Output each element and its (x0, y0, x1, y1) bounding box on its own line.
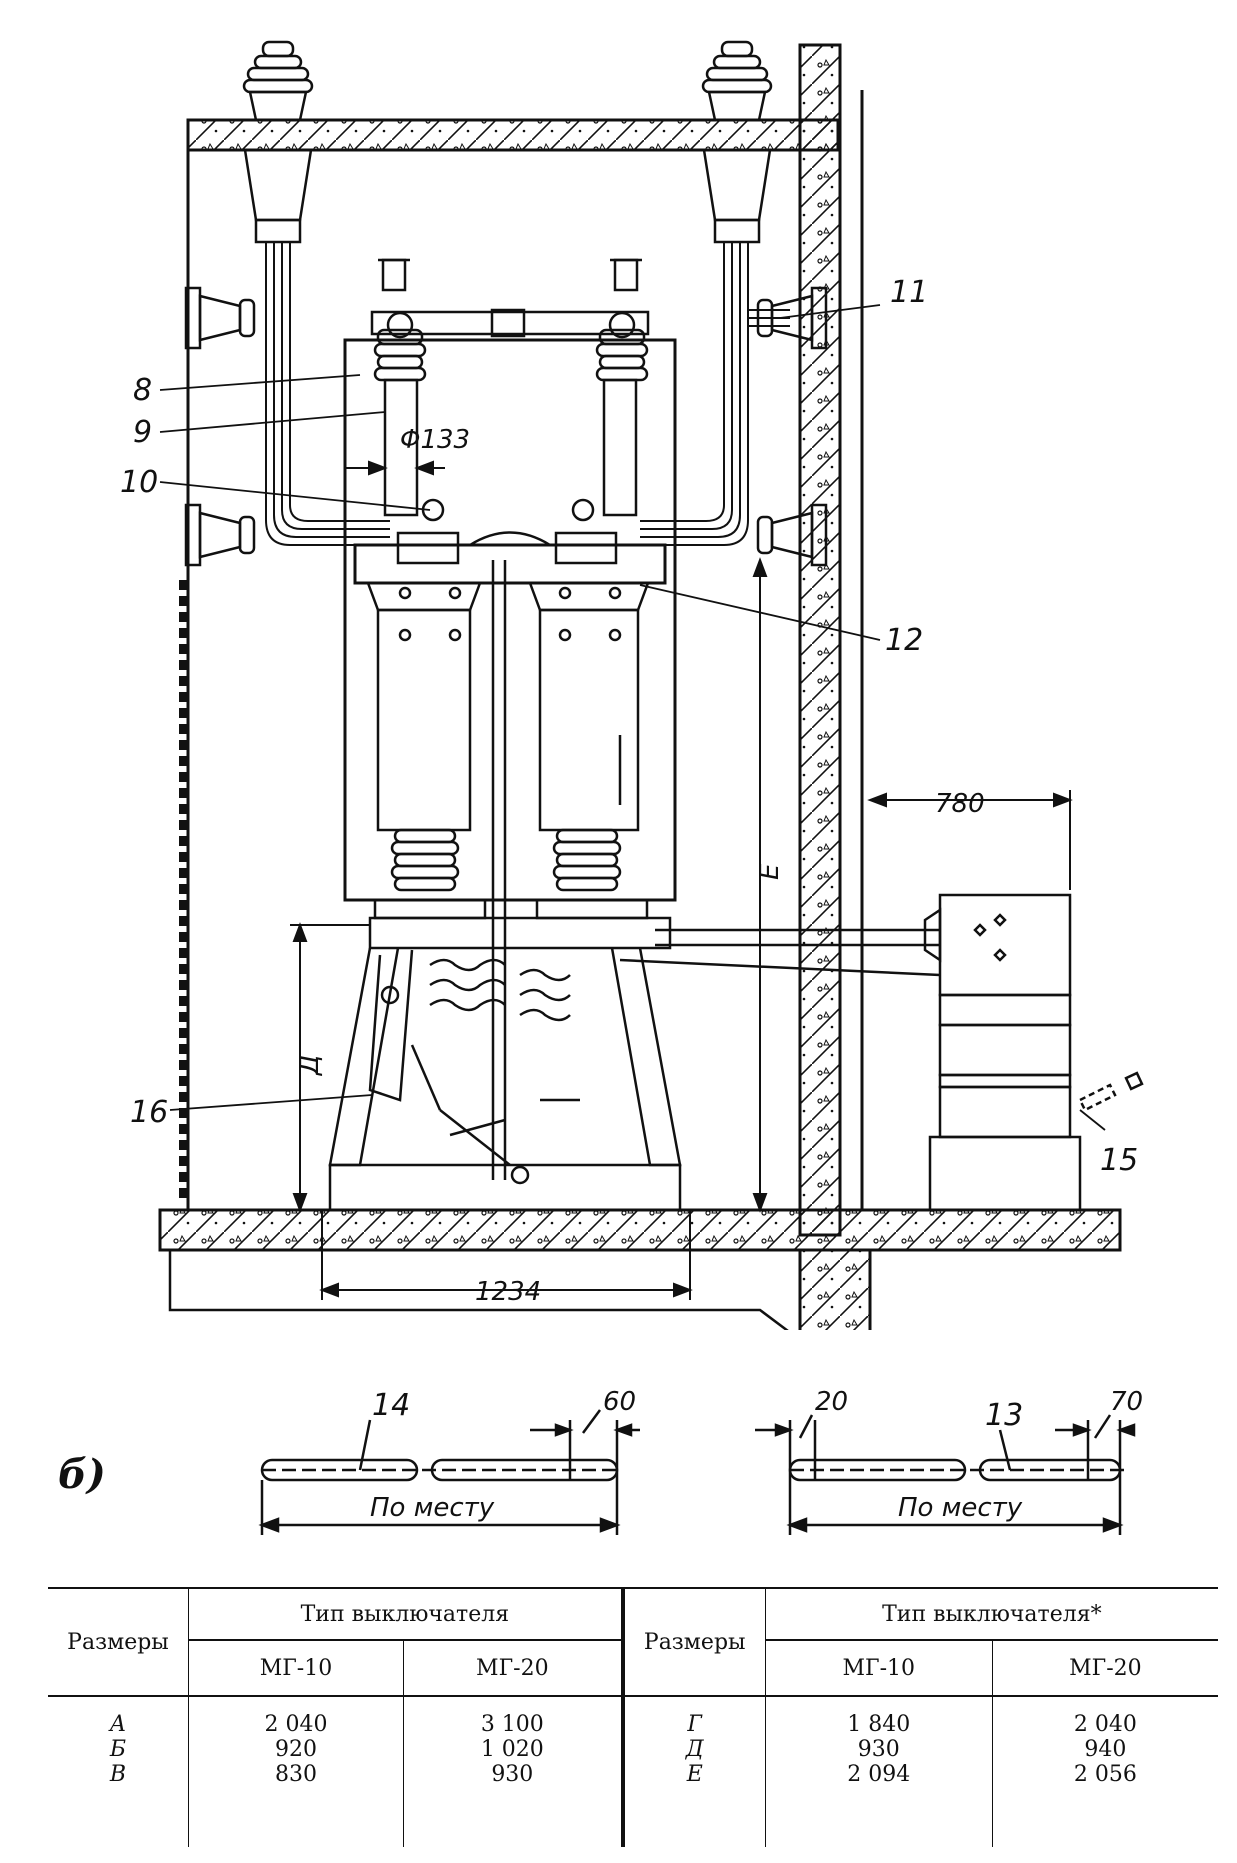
central-drive-rod (491, 560, 507, 1180)
floor-beam (168, 1248, 802, 1330)
dimension-780-label: 780 (935, 789, 985, 819)
pipe-13-length-label: По месту (898, 1493, 1023, 1523)
ceiling-slab (186, 118, 840, 152)
size-b: Б (109, 1737, 127, 1762)
callout-12: 12 (885, 623, 923, 658)
lower-insulator-left (373, 828, 487, 920)
left-sizes-header: Размеры (48, 1587, 189, 1696)
pipe-13-callout: 13 (985, 1398, 1023, 1433)
table-row: Б 920 1 020 Д 930 940 (48, 1737, 1218, 1762)
callout-15: 15 (1100, 1143, 1138, 1178)
operating-linkage (368, 949, 580, 1185)
dimensions-table: Размеры Тип выключателя Размеры Тип выкл… (48, 1587, 1218, 1847)
dimension-height-d-label: Д (295, 1055, 325, 1076)
pipe-14-length-label: По месту (370, 1493, 495, 1523)
callout-16: 16 (130, 1095, 168, 1130)
size-a: А (109, 1712, 127, 1737)
floor-column (798, 1248, 872, 1330)
size-e: Е (620, 1762, 766, 1787)
spring-drive-unit (923, 893, 1082, 1212)
value-cell: 2 040 (991, 1712, 1218, 1737)
wall-insulator-left-lower (184, 503, 256, 567)
busbar-right (640, 242, 749, 546)
dimension-height-e-label: Е (755, 863, 785, 880)
dimension-1234-label: 1234 (475, 1277, 541, 1307)
drive-shaft (619, 928, 941, 977)
pipe-13-end-length: 70 (1110, 1387, 1143, 1417)
left-col-mg20: МГ-20 (402, 1639, 623, 1696)
table-row: В 830 930 Е 2 094 2 056 (48, 1762, 1218, 1787)
dimension-780 (867, 790, 1073, 890)
callout-9: 9 (133, 415, 152, 450)
callout-11: 11 (890, 275, 928, 310)
value-cell: 930 (764, 1737, 993, 1762)
value-cell: 2 056 (991, 1762, 1218, 1787)
pipe-14-drawing (258, 1409, 640, 1535)
linkage-rod (370, 308, 650, 338)
dimension-diameter (345, 460, 445, 476)
terminal-plate (353, 543, 667, 585)
wall-insulator-left-upper (184, 286, 256, 350)
value-cell: 830 (188, 1762, 404, 1787)
left-col-mg10: МГ-10 (188, 1639, 404, 1696)
top-bushing-left (242, 40, 314, 244)
value-cell: 2 040 (188, 1712, 404, 1737)
callout-10: 10 (120, 465, 158, 500)
value-cell: 3 100 (402, 1712, 623, 1737)
closing-spring-right (519, 968, 571, 1022)
right-sizes-header: Размеры (620, 1587, 766, 1696)
switchgear-assembly-drawing: 780 Е Д 1234 Φ133 8 9 10 11 1 (120, 40, 1144, 1330)
breaker-tank-right (528, 581, 650, 832)
support-stand (328, 916, 682, 1212)
breaker-tank-left (366, 581, 482, 832)
size-v: В (109, 1762, 127, 1787)
part-b-label: б) (58, 1451, 106, 1498)
value-cell: 2 094 (764, 1762, 993, 1787)
right-col-mg10: МГ-10 (764, 1639, 993, 1696)
table-row: А 2 040 3 100 Г 1 840 2 040 (48, 1712, 1218, 1737)
lower-insulator-right (535, 828, 649, 920)
pipe-details: б) 14 60 По месту (58, 1387, 1143, 1535)
callout-8: 8 (133, 373, 152, 408)
breaker-frame (343, 338, 677, 902)
dimension-1234 (319, 1210, 693, 1300)
value-cell: 930 (402, 1762, 623, 1787)
dimension-height-e (752, 557, 768, 1213)
pipe-14-end-length: 60 (603, 1387, 636, 1417)
busbar-left (265, 242, 390, 546)
terminal-blocks (396, 498, 618, 565)
manual-handle (1078, 1071, 1144, 1112)
dimension-diameter-label: Φ133 (400, 425, 470, 455)
floor-slab (158, 1208, 1122, 1252)
closing-spring-left (429, 958, 506, 1012)
right-col-mg20: МГ-20 (991, 1639, 1218, 1696)
pipe-14-callout: 14 (372, 1388, 410, 1423)
size-d: Д (620, 1737, 766, 1762)
value-cell: 1 020 (402, 1737, 623, 1762)
value-cell: 920 (188, 1737, 404, 1762)
top-bushing-right (701, 40, 773, 244)
value-cell: 1 840 (764, 1712, 993, 1737)
wall-insulator-right-upper (756, 286, 828, 350)
callout-leaders (159, 304, 1106, 1131)
right-wall (798, 43, 842, 1237)
value-cell: 940 (991, 1737, 1218, 1762)
pipe-13-drawing (755, 1414, 1136, 1535)
insulator-column-left (373, 258, 427, 517)
size-g: Г (620, 1712, 766, 1737)
wall-insulator-right-lower (756, 503, 828, 567)
pipe-13-start-length: 20 (815, 1387, 848, 1417)
insulator-column-right (595, 258, 649, 517)
left-type-header: Тип выключателя (187, 1587, 623, 1640)
right-type-header: Тип выключателя* (764, 1587, 1218, 1640)
dimension-height-d (290, 922, 370, 1213)
